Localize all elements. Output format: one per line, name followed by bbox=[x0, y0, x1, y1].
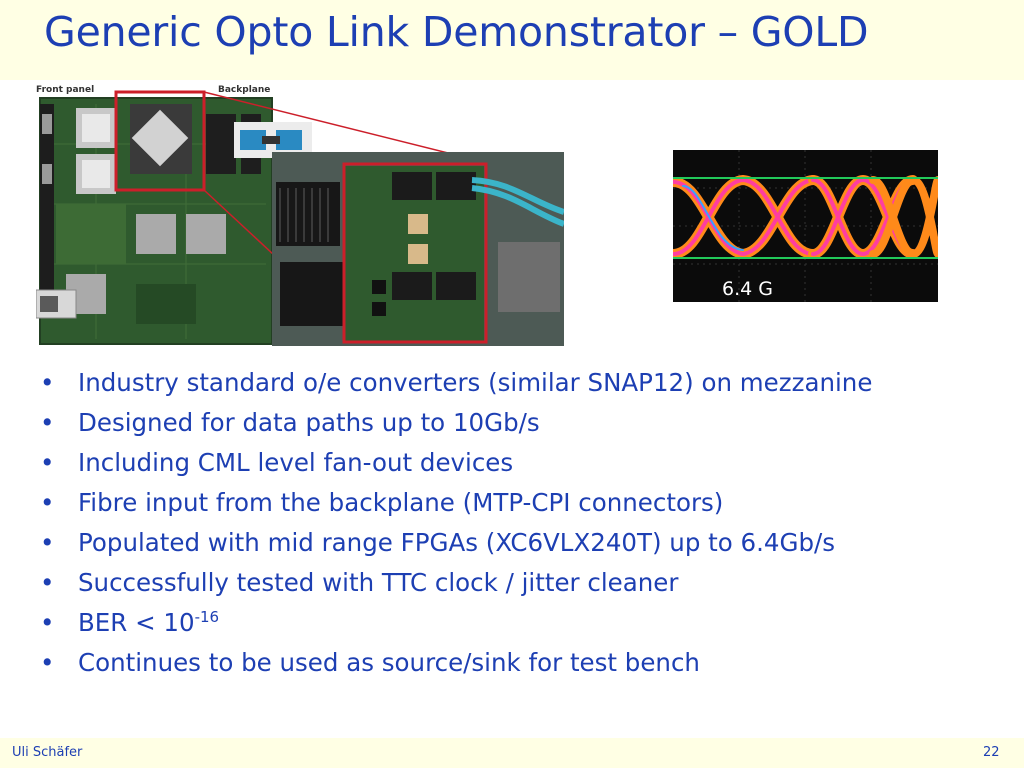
mezzanine-photo bbox=[272, 152, 564, 346]
bullet-marker: • bbox=[40, 608, 55, 637]
bullet-marker: • bbox=[40, 528, 55, 557]
bullet-marker: • bbox=[40, 408, 55, 437]
bullet-item: • Including CML level fan-out devices bbox=[36, 446, 958, 480]
bullet-text: Successfully tested with TTC clock / jit… bbox=[78, 568, 679, 597]
bullet-item: • Industry standard o/e converters (simi… bbox=[36, 366, 958, 400]
bullet-item: • Continues to be used as source/sink fo… bbox=[36, 646, 958, 680]
eye-diagram-drawing bbox=[673, 150, 938, 302]
bullet-item: • Fibre input from the backplane (MTP-CP… bbox=[36, 486, 958, 520]
front-panel-label: Front panel bbox=[36, 85, 94, 95]
eye-diagram-label: 6.4 G bbox=[722, 278, 773, 300]
slide-title: Generic Opto Link Demonstrator – GOLD bbox=[44, 8, 869, 56]
page-number: 22 bbox=[983, 745, 1000, 760]
bullet-marker: • bbox=[40, 448, 55, 477]
mezzanine-drawing bbox=[272, 152, 564, 346]
bullet-text: Fibre input from the backplane (MTP-CPI … bbox=[78, 488, 724, 517]
bullet-marker: • bbox=[40, 488, 55, 517]
ber-base-text: BER < 10 bbox=[78, 608, 195, 637]
bullet-item: • Successfully tested with TTC clock / j… bbox=[36, 566, 958, 600]
bullet-marker: • bbox=[40, 568, 55, 597]
footer-author: Uli Schäfer bbox=[12, 745, 83, 760]
title-bar bbox=[0, 0, 1024, 80]
bullet-text: Continues to be used as source/sink for … bbox=[78, 648, 700, 677]
bullet-marker: • bbox=[40, 368, 55, 397]
bullet-text: Populated with mid range FPGAs (XC6VLX24… bbox=[78, 528, 836, 557]
bullet-text: Including CML level fan-out devices bbox=[78, 448, 514, 477]
footer-bar bbox=[0, 738, 1024, 768]
bullet-marker: • bbox=[40, 648, 55, 677]
bullet-text: Designed for data paths up to 10Gb/s bbox=[78, 408, 540, 437]
backplane-label: Backplane bbox=[218, 85, 270, 95]
eye-diagram bbox=[673, 150, 938, 302]
bullet-item: • Designed for data paths up to 10Gb/s bbox=[36, 406, 958, 440]
bullet-text: Industry standard o/e converters (simila… bbox=[78, 368, 873, 397]
ber-exponent: -16 bbox=[194, 607, 220, 626]
bullet-item-ber: • BER < 10-16 bbox=[36, 606, 958, 640]
bullet-item: • Populated with mid range FPGAs (XC6VLX… bbox=[36, 526, 958, 560]
bullet-list: • Industry standard o/e converters (simi… bbox=[36, 366, 958, 686]
